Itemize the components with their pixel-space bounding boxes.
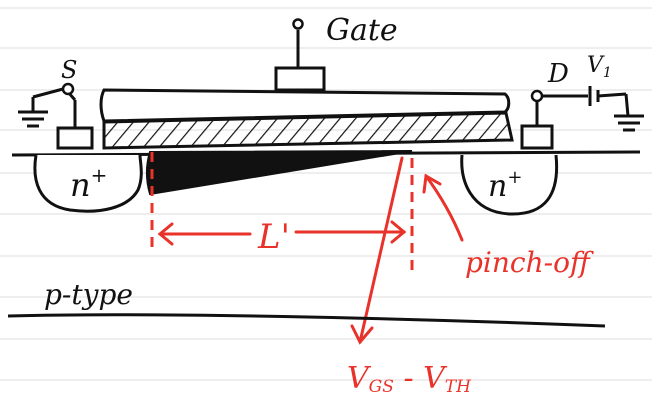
channel-length-markers	[150, 152, 414, 272]
n-plus-source-superscript: +	[91, 163, 108, 187]
p-type-substrate-line	[7, 313, 606, 328]
gate-electrode	[99, 88, 511, 123]
inversion-channel	[146, 150, 413, 196]
n-plus-drain-main: n	[488, 169, 507, 204]
vgs-subscript: GS	[369, 377, 394, 397]
vgs-vth-arrow	[350, 156, 404, 345]
drain-voltage-subscript: 1	[603, 65, 612, 81]
source-label: S	[61, 56, 77, 84]
drain-voltage-source-icon	[542, 86, 644, 132]
vth-main: V	[423, 361, 448, 396]
vgs-minus: -	[394, 361, 423, 396]
source-terminal-icon	[61, 82, 75, 96]
substrate-label: p-type	[44, 278, 133, 311]
drain-label: D	[547, 59, 569, 89]
n-plus-drain-superscript: +	[507, 167, 522, 188]
drain-contact	[520, 100, 554, 150]
gate-contact	[274, 30, 326, 92]
n-plus-source-main: n	[70, 166, 91, 204]
gate-label: Gate	[326, 13, 398, 48]
vgs-main: V	[347, 361, 372, 396]
drain-voltage-main: V	[587, 53, 605, 78]
length-label: L'	[257, 217, 290, 257]
drain-voltage-label: V1	[587, 53, 612, 81]
n-plus-drain-region	[460, 154, 559, 216]
drain-terminal-icon	[530, 89, 544, 103]
n-plus-source-label: n+	[70, 163, 107, 204]
pinch-off-label: pinch-off	[465, 246, 594, 279]
n-plus-source-region	[33, 154, 143, 213]
n-plus-drain-label: n+	[488, 167, 522, 204]
pinch-off-arrow	[422, 173, 464, 242]
vgs-vth-label: VGS - VTH	[347, 361, 472, 397]
vth-subscript: TH	[445, 377, 472, 397]
gate-terminal-icon	[292, 18, 304, 30]
source-contact	[56, 91, 94, 150]
source-ground-icon	[18, 87, 64, 128]
